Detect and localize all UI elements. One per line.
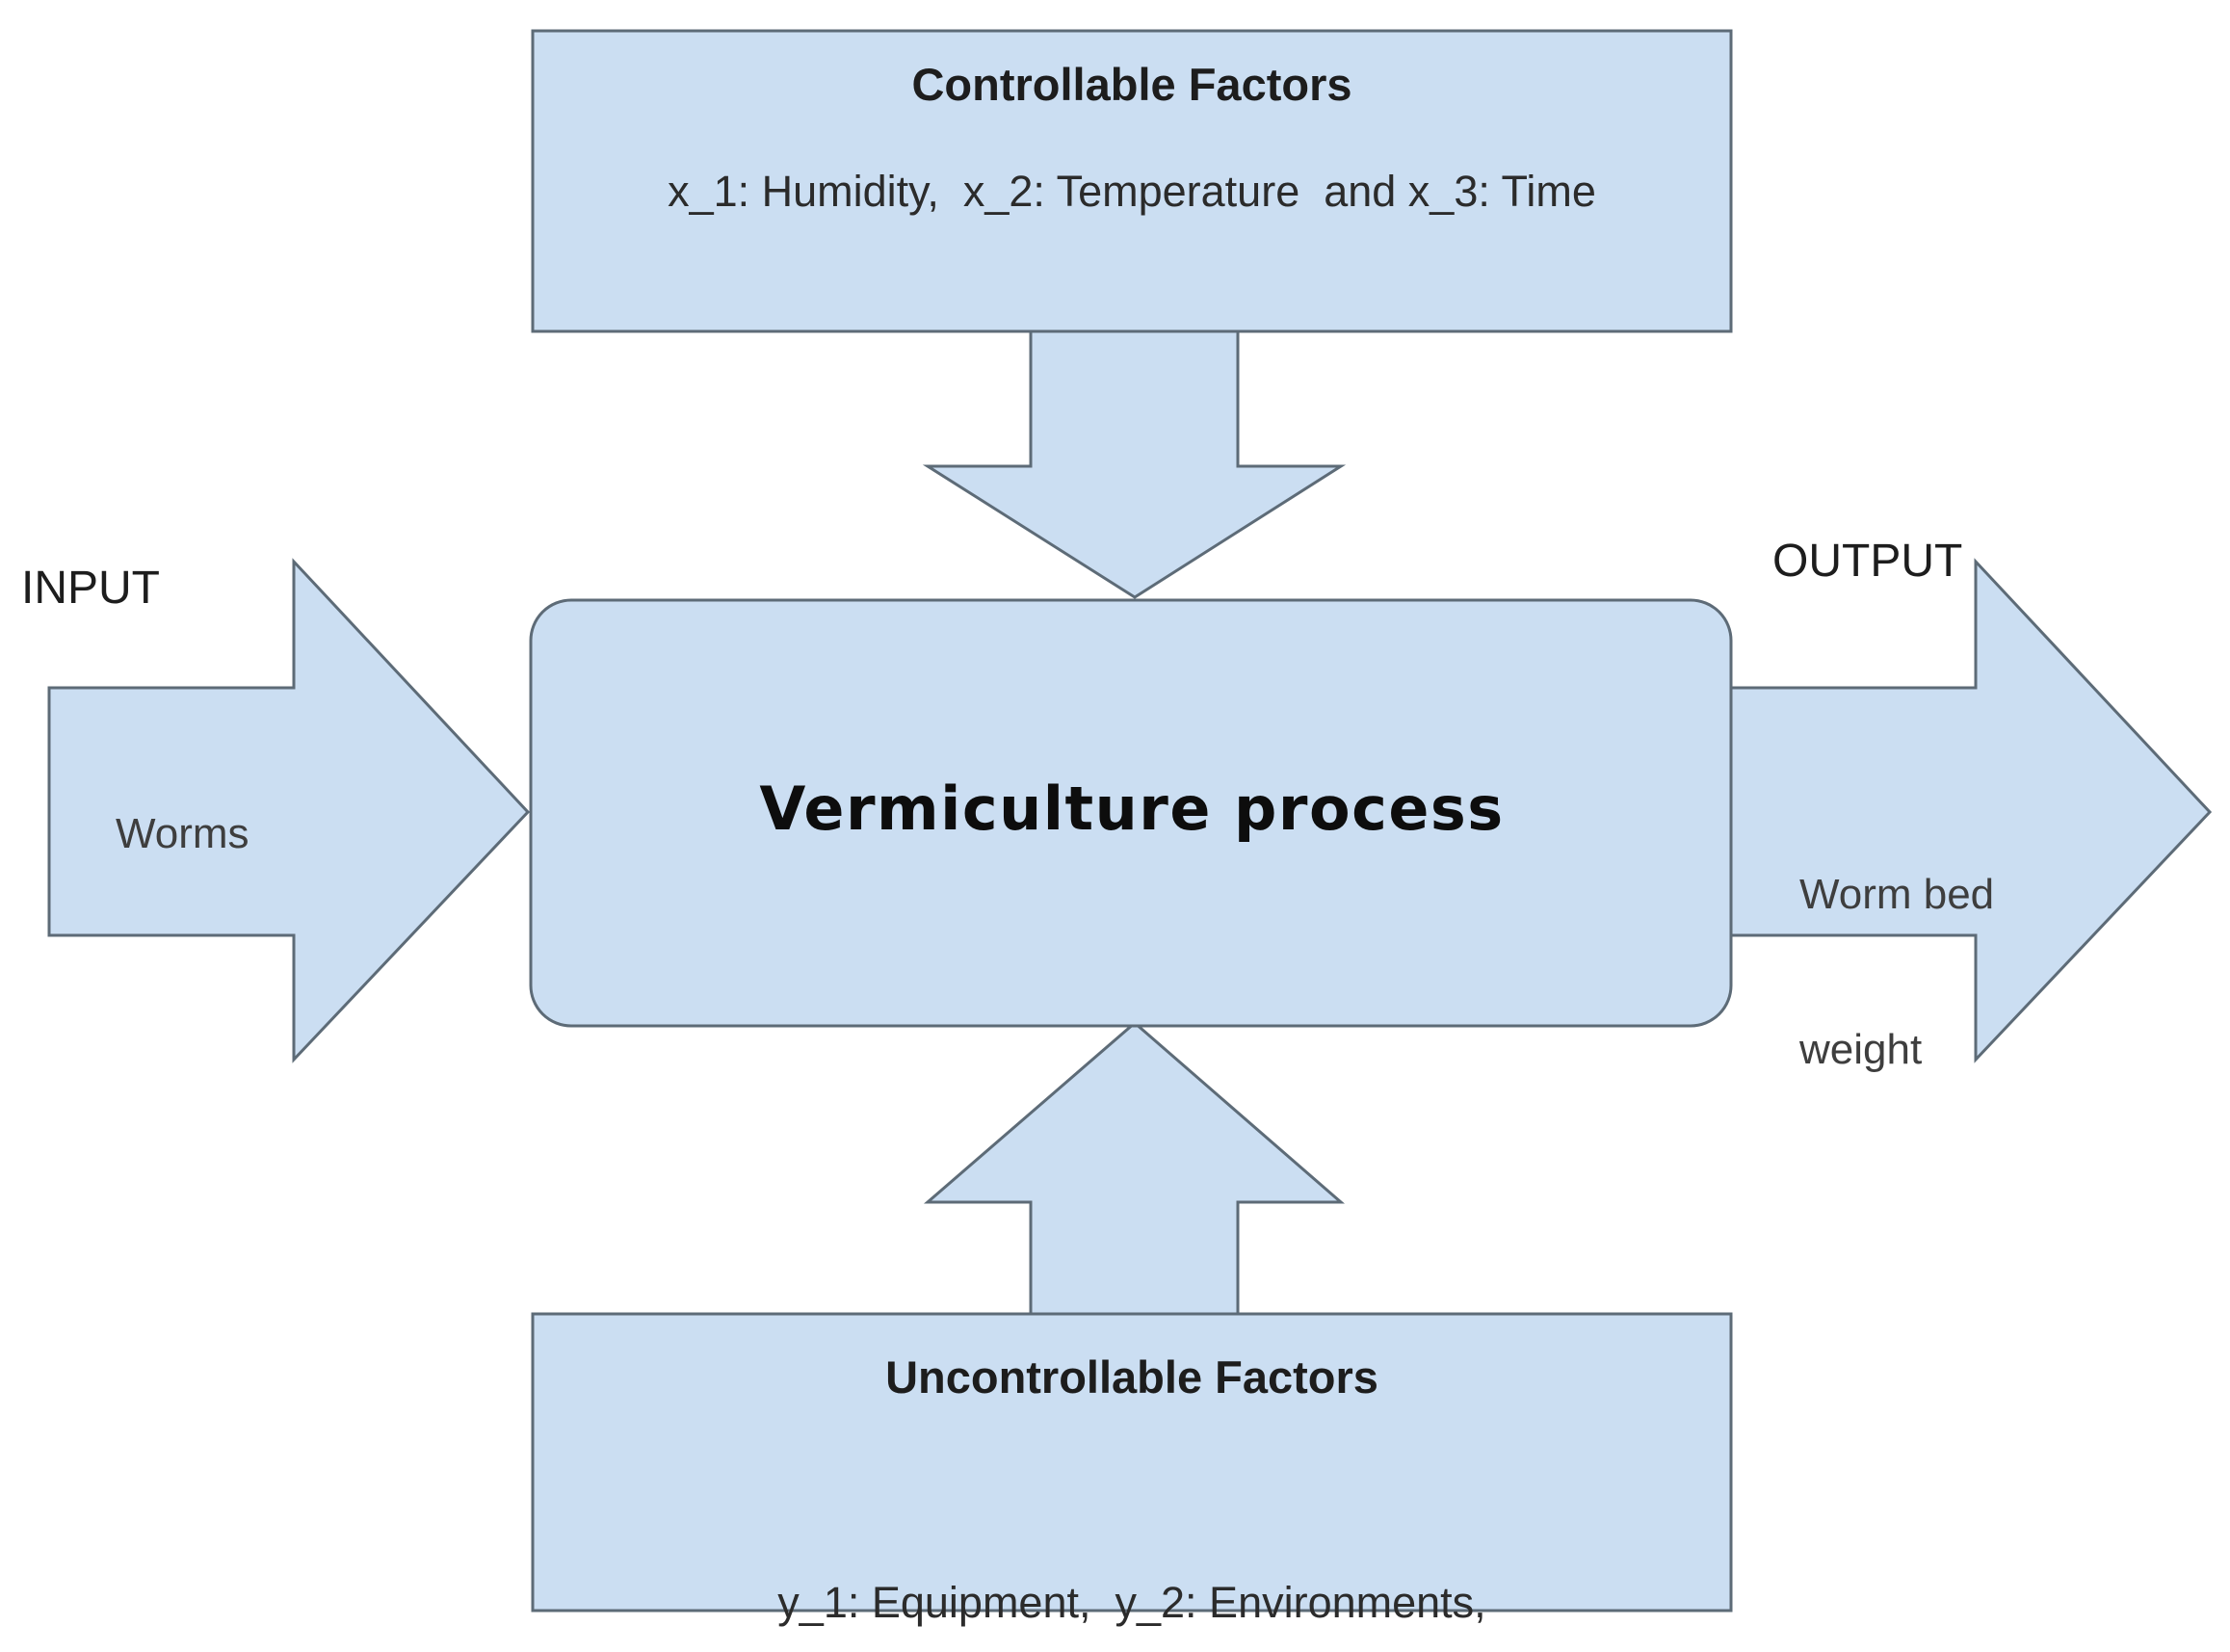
up-arrow-icon bbox=[923, 1021, 1346, 1316]
uncontrollable-factors-box bbox=[531, 1312, 1733, 1613]
controllable-factors-box bbox=[531, 29, 1733, 333]
input-arrow-icon bbox=[47, 558, 531, 1063]
down-arrow-icon bbox=[922, 329, 1347, 599]
output-arrow-icon bbox=[1729, 558, 2213, 1063]
process-box bbox=[529, 598, 1733, 1028]
